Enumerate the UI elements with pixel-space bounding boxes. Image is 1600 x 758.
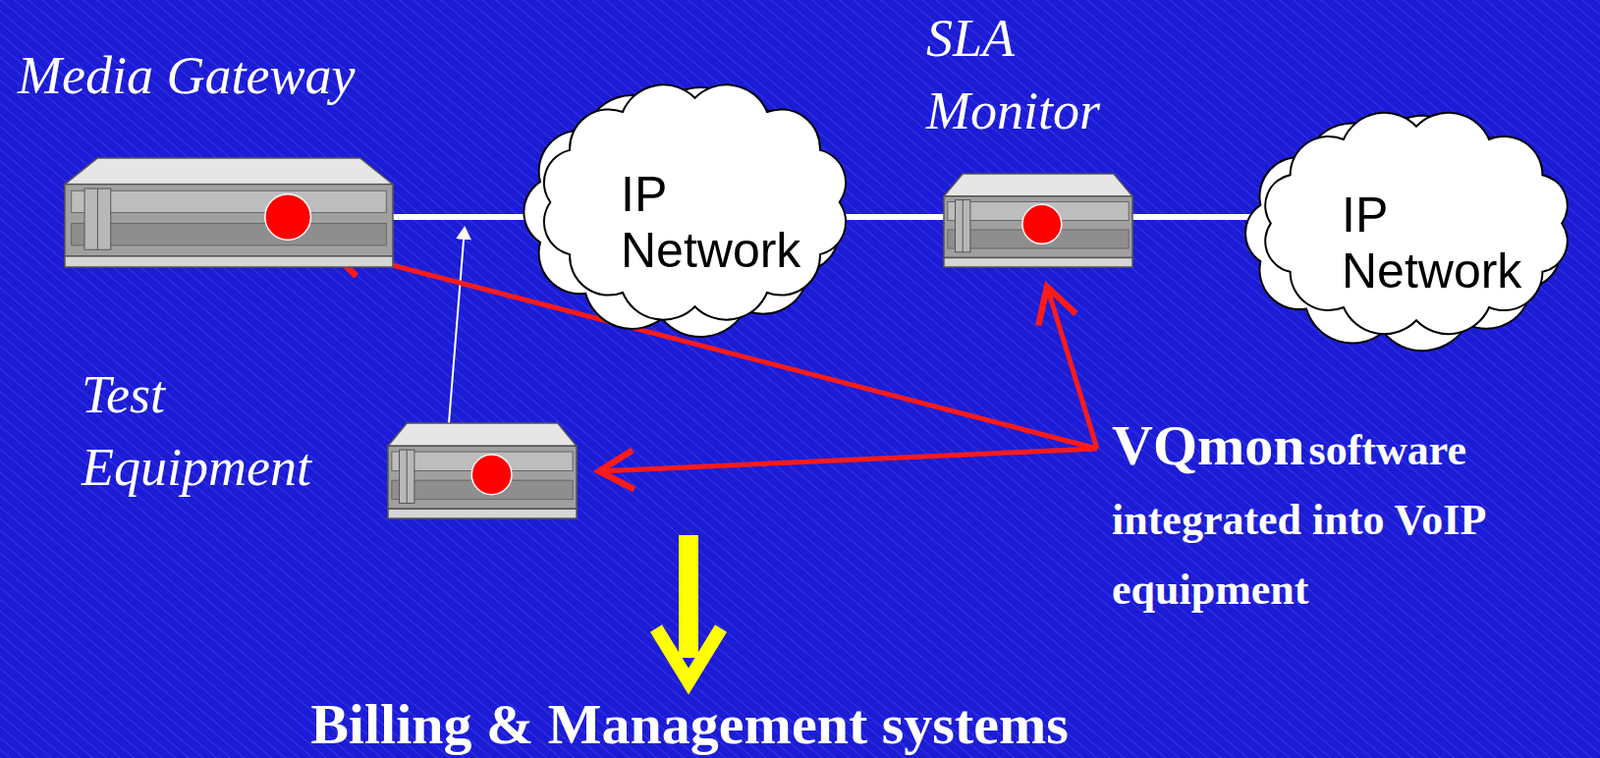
device-shape bbox=[64, 158, 393, 268]
test-tap-arrow bbox=[448, 227, 465, 424]
device-label: Test Equipment bbox=[81, 358, 372, 504]
device-node: Media Gateway bbox=[64, 158, 393, 268]
network-link bbox=[835, 214, 944, 221]
cloud-shape bbox=[504, 60, 878, 352]
network-link bbox=[1132, 214, 1267, 221]
cloud-label: IP Network bbox=[1341, 187, 1558, 300]
output-arrow bbox=[678, 535, 699, 659]
product-name: VQmon bbox=[1111, 413, 1306, 478]
network-cloud: IP Network bbox=[1224, 92, 1600, 363]
cloud-label: IP Network bbox=[620, 166, 837, 279]
network-cloud: IP Network bbox=[504, 60, 878, 352]
device-label: SLA Monitor bbox=[926, 1, 1162, 148]
device-shape bbox=[387, 423, 577, 519]
device-shape bbox=[943, 173, 1133, 268]
cloud-shape bbox=[1224, 92, 1600, 363]
device-node: Test Equipment bbox=[387, 423, 577, 519]
device-node: SLA Monitor bbox=[943, 173, 1133, 268]
leader-arrow bbox=[599, 448, 1098, 472]
callout-text: VQmon software integrated into VoIP equi… bbox=[1111, 415, 1589, 630]
system-caption: Billing & Management systems bbox=[310, 693, 1069, 757]
device-label: Media Gateway bbox=[17, 39, 450, 112]
leader-arrow bbox=[1047, 286, 1098, 449]
output-arrowhead bbox=[656, 628, 721, 682]
